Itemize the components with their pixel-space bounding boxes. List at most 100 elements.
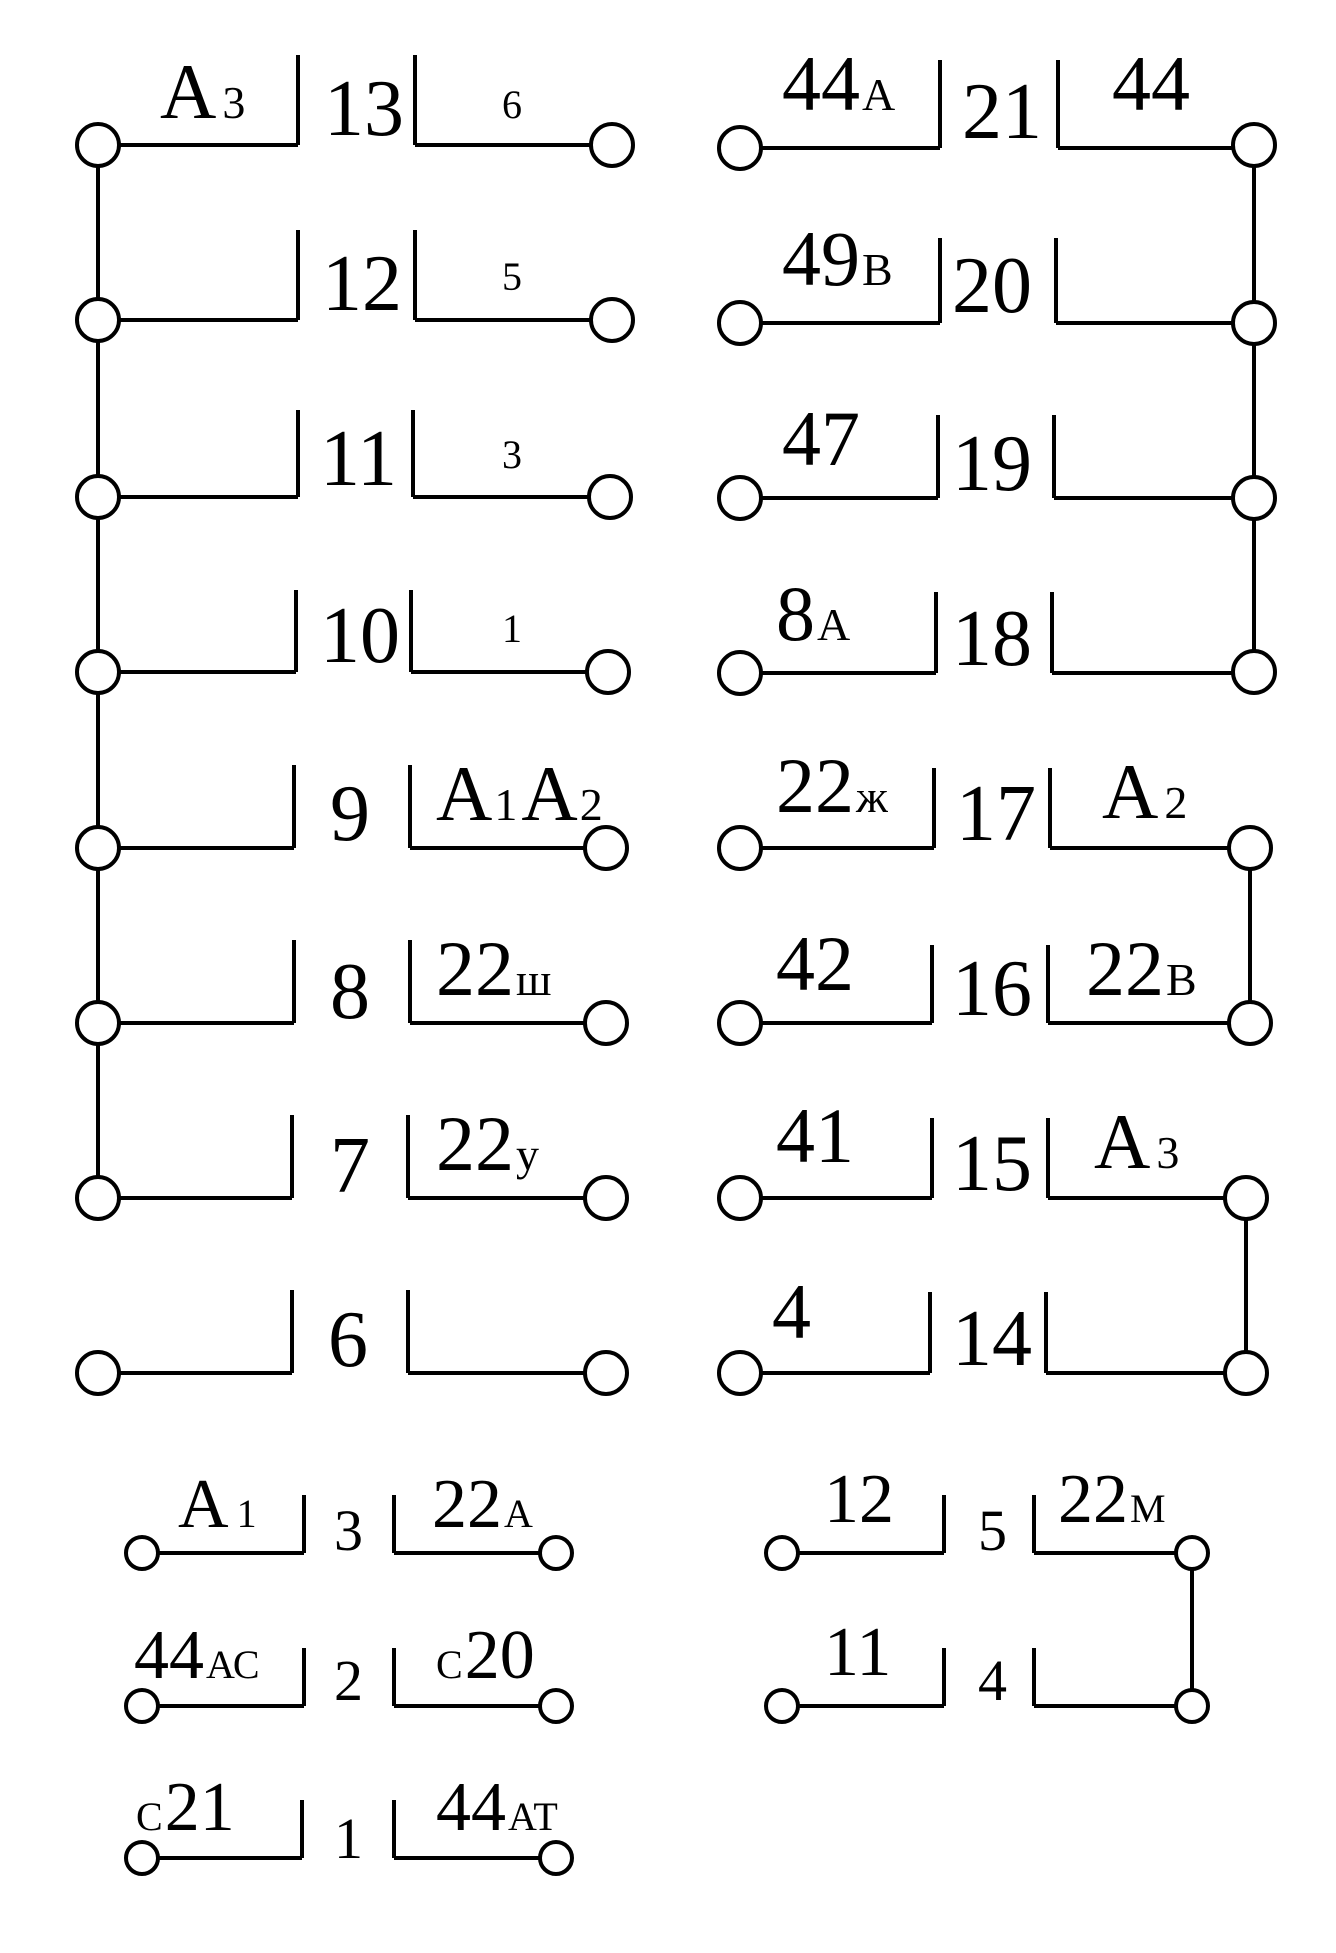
terminal-left-19[interactable] [717,475,763,521]
label-right-9: А1А2 [436,750,603,837]
right-terminal-block: 21 44А 44 20 49В 19 47 [717,40,1277,1396]
terminal-left-7[interactable] [75,1175,121,1221]
terminal-right-3[interactable] [538,1535,574,1571]
terminal-21: 21 44А 44 [717,40,1277,171]
terminal-left-16[interactable] [717,1000,763,1046]
terminal-left-4[interactable] [764,1688,800,1724]
terminal-right-8[interactable] [583,1000,629,1046]
terminal-1: 1 С21 44АТ [124,1769,574,1876]
terminal-left-1[interactable] [124,1840,160,1876]
terminal-12: 12 5 [75,230,635,343]
terminal-number-21: 21 [962,68,1042,156]
terminal-right-5[interactable] [1174,1535,1210,1571]
terminal-number-5: 5 [978,1498,1007,1563]
label-right-7: 22у [436,1100,539,1187]
label-left-4: 11 [824,1614,891,1691]
terminal-number-16: 16 [952,945,1032,1033]
label-right-2: С20 [436,1617,535,1694]
terminal-number-7: 7 [330,1122,370,1210]
label-left-20: 49В [782,215,893,302]
label-left-15: 41 [776,1092,854,1179]
terminal-left-3[interactable] [124,1535,160,1571]
terminal-number-6: 6 [328,1296,368,1384]
label-right-3: 22А [432,1466,533,1543]
terminal-right-20[interactable] [1231,300,1277,346]
terminal-right-16[interactable] [1227,1000,1273,1046]
terminal-right-15[interactable] [1223,1175,1269,1221]
terminal-number-10: 10 [320,592,400,680]
terminal-left-18[interactable] [717,650,763,696]
terminal-number-20: 20 [952,242,1032,330]
terminal-number-18: 18 [952,595,1032,683]
terminal-number-17: 17 [956,770,1036,858]
terminal-right-21[interactable] [1231,122,1277,168]
terminal-7: 7 22у [75,1100,629,1221]
label-left-5: 12 [824,1461,894,1538]
small-right-terminal-block: 5 12 22М 4 11 [764,1461,1210,1724]
terminal-left-21[interactable] [717,125,763,171]
label-right-10: 1 [502,606,522,651]
terminal-number-11: 11 [320,415,397,503]
terminal-left-14[interactable] [717,1350,763,1396]
terminal-number-8: 8 [330,948,370,1036]
terminal-number-19: 19 [952,420,1032,508]
terminal-number-14: 14 [952,1295,1032,1383]
label-right-13: 6 [502,82,522,127]
terminal-left-17[interactable] [717,825,763,871]
terminal-19: 19 47 [717,395,1277,521]
terminal-number-9: 9 [330,770,370,858]
label-left-14: 4 [772,1268,811,1355]
terminal-left-9[interactable] [75,825,121,871]
terminal-5: 5 12 22М [764,1461,1210,1571]
terminal-10: 10 1 [75,590,631,695]
terminal-right-11[interactable] [587,474,633,520]
terminal-left-13[interactable] [75,122,121,168]
label-right-11: 3 [502,432,522,477]
terminal-right-17[interactable] [1227,825,1273,871]
terminal-right-2[interactable] [538,1688,574,1724]
terminal-number-2: 2 [334,1648,363,1713]
terminal-number-3: 3 [334,1498,363,1563]
label-right-21: 44 [1112,40,1190,127]
terminal-left-6[interactable] [75,1350,121,1396]
terminal-number-4: 4 [978,1648,1007,1713]
terminal-right-12[interactable] [589,297,635,343]
terminal-right-10[interactable] [585,649,631,695]
label-left-16: 42 [776,920,854,1007]
terminal-left-20[interactable] [717,300,763,346]
terminal-8: 8 22ш [75,925,629,1046]
terminal-left-12[interactable] [75,297,121,343]
terminal-left-5[interactable] [764,1535,800,1571]
terminal-11: 11 3 [75,410,633,520]
terminal-left-2[interactable] [124,1688,160,1724]
terminal-left-10[interactable] [75,649,121,695]
terminal-right-7[interactable] [583,1175,629,1221]
terminal-18: 18 8А [717,570,1277,696]
terminal-left-8[interactable] [75,1000,121,1046]
terminal-left-15[interactable] [717,1175,763,1221]
terminal-2: 2 44АС С20 [124,1617,574,1724]
terminal-number-12: 12 [322,240,402,328]
terminal-left-11[interactable] [75,474,121,520]
terminal-right-13[interactable] [589,122,635,168]
label-left-17: 22ж [776,742,888,829]
terminal-number-1: 1 [334,1806,363,1871]
label-right-1: 44АТ [436,1769,558,1846]
terminal-right-9[interactable] [583,825,629,871]
terminal-right-18[interactable] [1231,649,1277,695]
terminal-right-14[interactable] [1223,1350,1269,1396]
label-right-5: 22М [1058,1461,1166,1538]
terminal-right-4[interactable] [1174,1688,1210,1724]
terminal-right-1[interactable] [538,1840,574,1876]
label-left-1: С21 [136,1769,235,1846]
terminal-right-6[interactable] [583,1350,629,1396]
terminal-right-19[interactable] [1231,475,1277,521]
terminal-number-13: 13 [324,65,404,153]
terminal-number-15: 15 [952,1120,1032,1208]
